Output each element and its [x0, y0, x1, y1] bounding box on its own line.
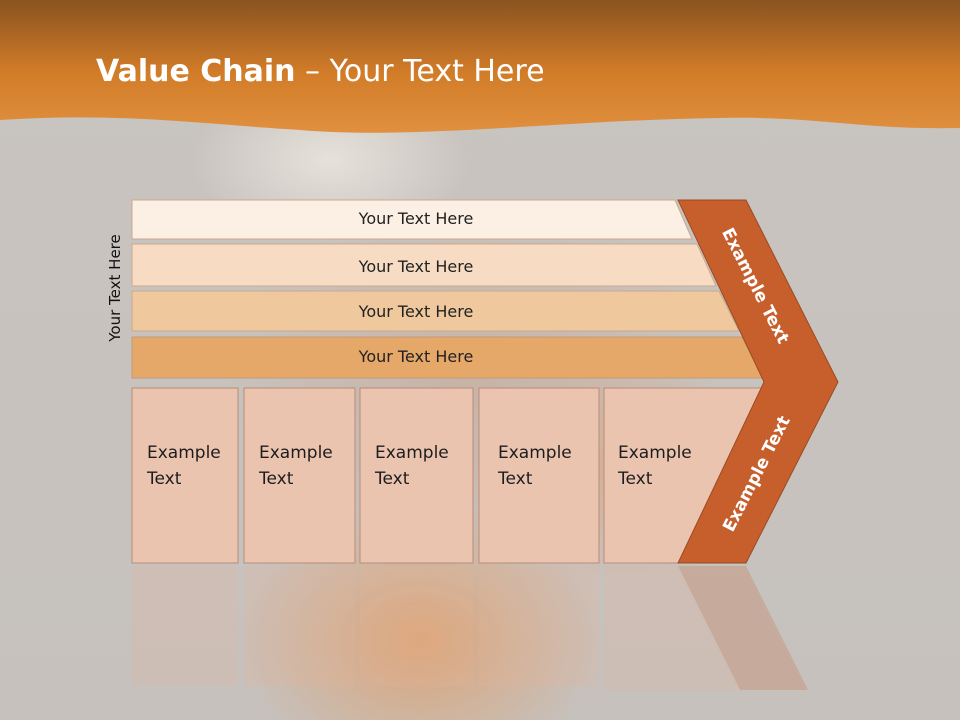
bar-label-4: Your Text Here	[358, 347, 474, 366]
slide-title: Value Chain – Your Text Here	[96, 54, 545, 89]
column-box-1	[131, 387, 239, 564]
side-label: Your Text Here	[106, 234, 124, 342]
bar-label-1: Your Text Here	[358, 209, 474, 228]
chevron-arrow	[677, 199, 839, 564]
value-bar-1	[131, 199, 693, 240]
value-bar-2	[131, 243, 717, 287]
column-box-3	[359, 387, 474, 564]
header-band	[0, 0, 960, 133]
reflection	[132, 566, 808, 690]
column-box-2	[243, 387, 356, 564]
value-bar-3	[131, 290, 740, 332]
column-box-4	[478, 387, 600, 564]
bar-label-3: Your Text Here	[358, 302, 474, 321]
bar-label-2: Your Text Here	[358, 257, 474, 276]
